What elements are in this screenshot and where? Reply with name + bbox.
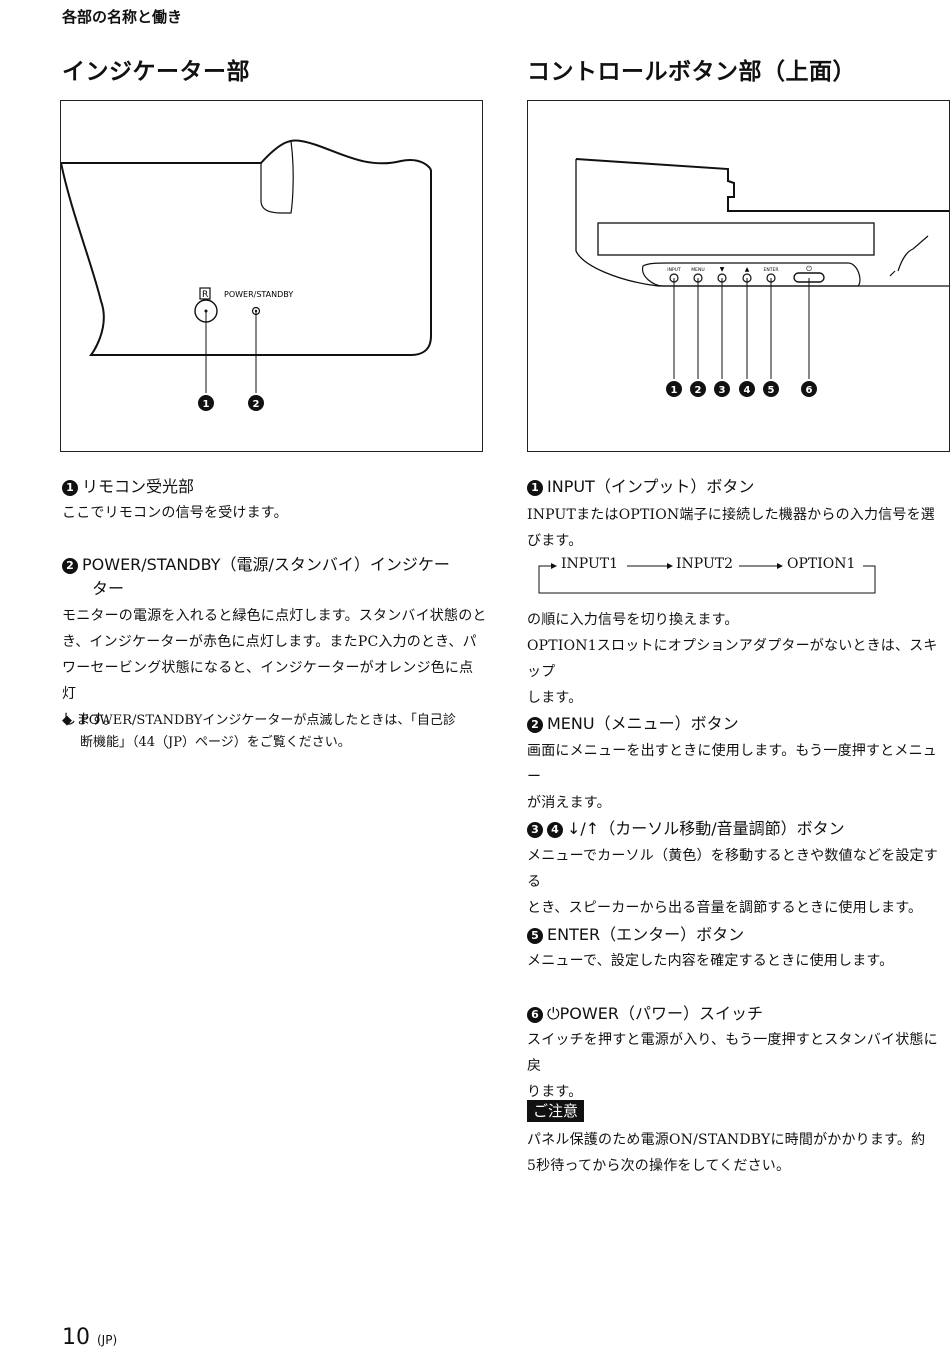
diamond-bullet-icon: ◆ [62,713,72,728]
callout-6 [801,381,817,397]
page-number: 10 (JP) [62,1325,118,1350]
caution-heading: ご注意 [527,1100,585,1122]
svg-text:2: 2 [695,385,702,396]
input-cycle-arrows [538,563,876,594]
up-arrow-icon: ▲ [745,266,750,273]
svg-text:4: 4 [744,385,751,396]
menu-label: MENU [691,267,704,273]
item-number-badge: 1 [62,480,78,496]
control-buttons-figure: INPUT MENU ▼ ▲ ENTER ⏻ 1 2 3 4 5 6 [527,100,950,452]
callout-3 [714,381,730,397]
running-header: 各部の名称と働き [62,8,183,26]
section-title-indicator: インジケーター部 [62,59,250,85]
item-number-badge: 4 [547,822,563,838]
caution-body: パネル保護のため電源ON/STANDBYに時間がかかります。約 5秒待ってから次… [527,1132,926,1174]
power-symbol-icon: ⏻ [806,265,812,273]
callout-1 [198,395,214,411]
svg-text:6: 6 [806,385,813,396]
item-number-badge: 3 [527,822,543,838]
control-buttons-illustration: INPUT MENU ▼ ▲ ENTER ⏻ 1 2 3 4 5 6 [575,158,949,397]
remote-sensor-symbol-text: R [202,290,208,300]
indicator-illustration: R POWER/STANDBY 1 2 [61,139,432,411]
flow-input1: INPUT1 [561,556,618,572]
callout-2 [690,381,706,397]
flow-input2: INPUT2 [676,556,733,572]
svg-text:1: 1 [671,385,678,396]
item-number-badge: 6 [527,1007,543,1023]
section-title-control-buttons: コントロールボタン部（上面） [527,59,856,85]
remote-sensor-symbol-icon [199,287,211,300]
svg-text:2: 2 [253,399,260,410]
item-body-power: スイッチを押すと電源が入り、もう一度押すとスタンバイ状態に戻 ります。 [527,1032,938,1100]
item-body-input: INPUTまたはOPTION端子に接続した機器からの入力信号を選 びます。 [527,507,935,549]
svg-text:1: 1 [203,399,210,410]
svg-text:5: 5 [768,385,775,396]
flow-option1: OPTION1 [787,556,856,572]
item-body-remote-sensor: ここでリモコンの信号を受けます。 [62,505,288,521]
callout-2 [248,395,264,411]
item-heading-power: 6⏻POWER（パワー）スイッチ [527,1002,763,1026]
item-number-badge: 1 [527,480,543,496]
input-label: INPUT [667,267,681,273]
item-body-input-continued: の順に入力信号を切り換えます。 OPTION1スロットにオプションアダプターがな… [527,612,938,706]
indicator-label: POWER/STANDBY [224,290,293,299]
callout-1 [666,381,682,397]
item-number-badge: 2 [527,717,543,733]
note-self-diagnosis: ◆ POWER/STANDBYインジケーターが点滅したときは、「自己診 断機能」… [62,710,487,754]
input-cycle-diagram: INPUT1 INPUT2 OPTION1 [537,555,877,597]
enter-label: ENTER [764,267,779,273]
item-body-power-indicator: モニターの電源を入れると緑色に点灯します。スタンバイ状態のと き、インジケーター… [62,608,487,728]
item-body-enter: メニューで、設定した内容を確定するときに使用します。 [527,953,894,969]
callout-4 [739,381,755,397]
item-body-cursor: メニューでカーソル（黄色）を移動するときや数値などを設定する とき、スピーカーか… [527,848,938,916]
caution-badge: ご注意 [527,1100,585,1122]
svg-text:3: 3 [719,385,726,396]
callout-5 [763,381,779,397]
down-arrow-icon: ▼ [720,266,725,273]
indicator-figure: R POWER/STANDBY 1 2 [60,100,483,452]
item-number-badge: 5 [527,928,543,944]
item-body-menu: 画面にメニューを出すときに使用します。もう一度押すとメニュー が消えます。 [527,743,937,811]
item-number-badge: 2 [62,558,78,574]
